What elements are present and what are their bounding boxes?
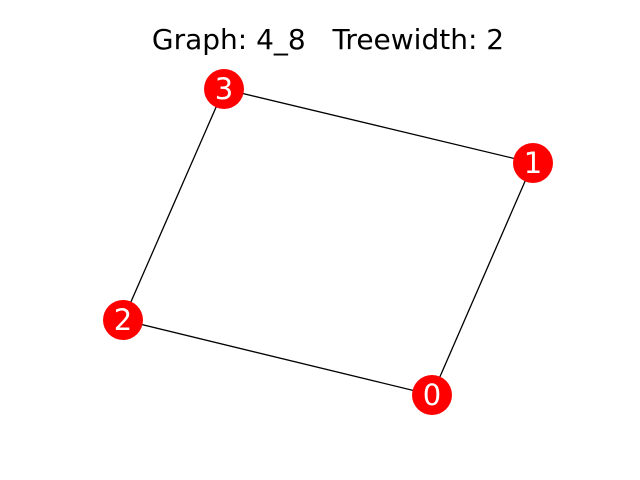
node-1: 1 bbox=[513, 143, 553, 183]
node-circle bbox=[513, 143, 553, 183]
graph-title: Graph: 4_8 Treewidth: 2 bbox=[152, 23, 504, 56]
edge-0-2 bbox=[122, 319, 433, 396]
node-label: 3 bbox=[215, 72, 233, 106]
node-3: 3 bbox=[204, 69, 244, 109]
node-circle bbox=[103, 300, 143, 340]
edge-3-1 bbox=[223, 88, 534, 164]
node-circle bbox=[412, 375, 452, 415]
edge-2-3 bbox=[122, 88, 225, 321]
edge-1-0 bbox=[431, 162, 534, 396]
node-label: 2 bbox=[114, 303, 132, 337]
node-label: 1 bbox=[524, 146, 542, 180]
node-label: 0 bbox=[423, 378, 441, 412]
node-0: 0 bbox=[412, 375, 452, 415]
edges-layer bbox=[122, 88, 534, 396]
node-2: 2 bbox=[103, 300, 143, 340]
node-circle bbox=[204, 69, 244, 109]
nodes-layer: 0 1 2 3 bbox=[103, 69, 553, 415]
